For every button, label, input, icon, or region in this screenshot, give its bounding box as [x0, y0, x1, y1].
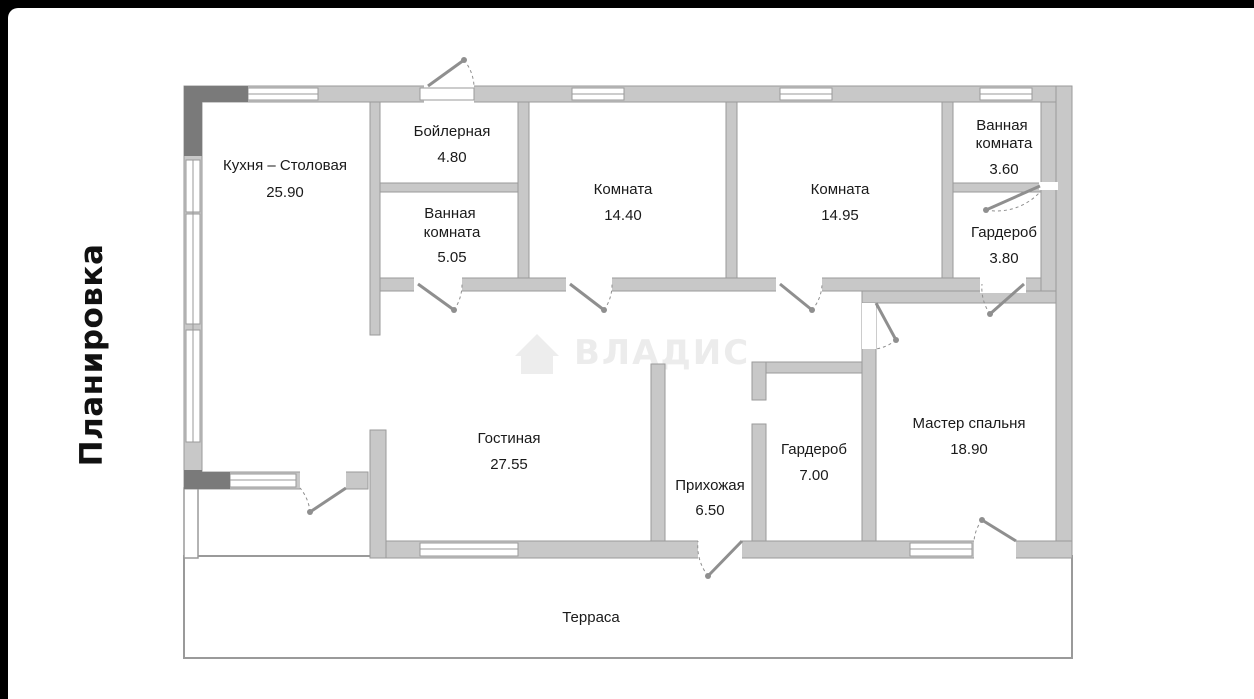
door-opening [980, 276, 1026, 293]
room-bath2-name-line2: комната [976, 135, 1033, 152]
door-hinge [983, 207, 989, 213]
room-master-area: 18.90 [950, 441, 988, 458]
door-opening [974, 539, 1016, 560]
watermark: ВЛАДИС [515, 333, 748, 374]
wall-segment [751, 423, 767, 542]
room-room2-area: 14.95 [821, 207, 859, 224]
wall-segment [379, 277, 1057, 292]
room-wardrobe1-area: 3.80 [989, 250, 1018, 267]
door-hinge [987, 311, 993, 317]
door [697, 539, 744, 579]
window [419, 87, 475, 101]
wall-segment [725, 101, 738, 279]
column-left-top [184, 86, 202, 156]
room-bath1-name-line1: Ванная [424, 205, 475, 222]
column-bottom-left [184, 472, 230, 489]
house-logo-icon [515, 334, 559, 374]
door [981, 282, 1025, 317]
door-hinge [461, 57, 467, 63]
door-leaf [569, 282, 605, 312]
wall-segment [517, 101, 530, 279]
door-opening [862, 303, 876, 349]
room-wardrobe2-area: 7.00 [799, 467, 828, 484]
wall-segment [751, 361, 863, 374]
room-kitchen-area: 25.90 [266, 184, 304, 201]
room-boiler-area: 4.80 [437, 149, 466, 166]
door-opening [300, 470, 346, 491]
room-wardrobe1-name: Гардероб [971, 224, 1037, 241]
room-labels: Кухня – Столовая 25.90 Бойлерная 4.80 Ва… [223, 117, 1037, 626]
door-opening [1039, 182, 1058, 190]
room-kitchen-name: Кухня – Столовая [223, 157, 347, 174]
wall-segment [751, 361, 767, 401]
room-wardrobe2-name: Гардероб [781, 441, 847, 458]
door-swing [973, 519, 983, 542]
door-hinge [809, 307, 815, 313]
door-hinge [307, 509, 313, 515]
wall-segment [1055, 85, 1073, 559]
door [427, 57, 475, 88]
room-master-name: Мастер спальня [913, 415, 1026, 432]
columns [184, 86, 248, 489]
room-terrace-name: Терраса [562, 609, 620, 626]
door-leaf [779, 282, 813, 312]
room-boiler-name: Бойлерная [414, 123, 491, 140]
door-leaf [874, 302, 898, 341]
room-room1-area: 14.40 [604, 207, 642, 224]
door [417, 282, 463, 313]
door-swing [463, 59, 475, 87]
wall-segment [369, 101, 381, 336]
door-leaf [706, 539, 744, 578]
room-hall-name: Прихожая [675, 477, 745, 494]
door-leaf [309, 486, 347, 514]
windows [185, 87, 1033, 557]
door-leaf [427, 58, 465, 88]
room-bath1-area: 5.05 [437, 249, 466, 266]
door [299, 486, 347, 515]
room-living-name: Гостиная [478, 430, 541, 447]
door [983, 184, 1041, 213]
wall-segment [379, 182, 521, 193]
wall-segment [941, 101, 954, 279]
room-bath2-name-line1: Ванная [976, 117, 1027, 134]
door-opening [698, 539, 742, 560]
door-swing [875, 339, 897, 350]
room-room1-name: Комната [594, 181, 653, 198]
wall-segment [1040, 101, 1057, 292]
wall-segment [369, 429, 387, 559]
walls [183, 84, 1073, 560]
door-hinge [893, 337, 899, 343]
door-leaf [989, 282, 1025, 316]
door [779, 282, 823, 313]
door-leaf [985, 184, 1041, 212]
door [569, 282, 613, 313]
doors [299, 57, 1041, 579]
door-leaf [981, 518, 1017, 543]
room-bath1-name-line2: комната [424, 224, 481, 241]
wall-segment [861, 290, 1057, 304]
room-hall-area: 6.50 [695, 502, 724, 519]
door-hinge [601, 307, 607, 313]
door-hinge [451, 307, 457, 313]
door [973, 517, 1017, 543]
door [874, 302, 899, 350]
room-room2-name: Комната [811, 181, 870, 198]
door-hinge [705, 573, 711, 579]
terrace-outline [183, 555, 1073, 659]
terrace-left-edge [183, 487, 199, 559]
door-swing [985, 191, 1041, 212]
door-leaf [417, 282, 455, 312]
wall-segment [650, 363, 666, 542]
room-bath2-area: 3.60 [989, 161, 1018, 178]
door-swing [299, 487, 311, 513]
door-hinge [979, 517, 985, 523]
room-living-area: 27.55 [490, 456, 528, 473]
